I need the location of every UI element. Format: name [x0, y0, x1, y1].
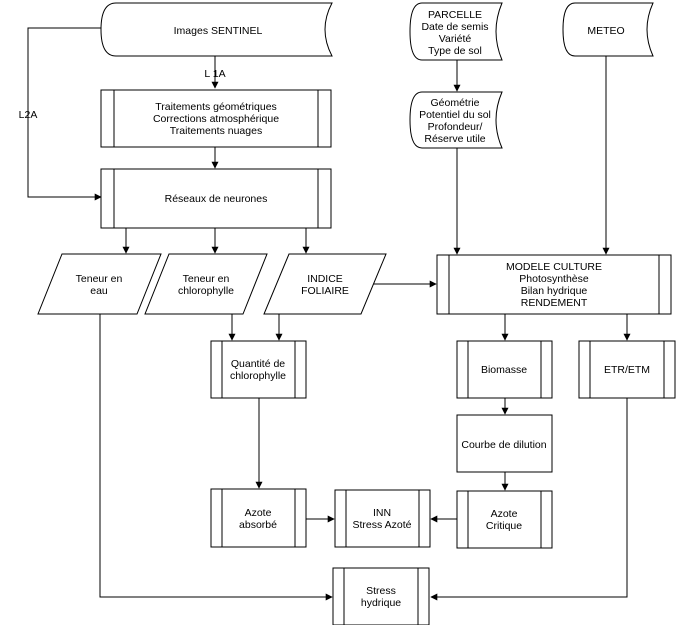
modele-line-2: Bilan hydrique: [521, 285, 588, 297]
azote_crit-line-1: Critique: [486, 520, 522, 532]
azote_crit-line-0: Azote: [491, 508, 518, 520]
parcelle-line-2: Variété: [439, 33, 472, 45]
indice-line-1: FOLIAIRE: [301, 285, 349, 297]
parcelle-line-3: Type de sol: [428, 45, 482, 57]
label-l1a: L 1A: [204, 68, 225, 80]
courbe-line-0: Courbe de dilution: [461, 439, 546, 451]
traitements-line-1: Corrections atmosphérique: [153, 113, 279, 125]
chloro-line-1: chlorophylle: [178, 285, 234, 297]
edge-eau-stress-hydrique: [99, 314, 333, 601]
courbe-box: Courbe de dilution: [456, 414, 553, 473]
sentinel-line-0: Images SENTINEL: [174, 25, 263, 37]
indice-line-0: INDICE: [307, 273, 343, 285]
sol-line-1: Potentiel du sol: [419, 109, 491, 121]
etr-line-0: ETR/ETM: [604, 364, 650, 376]
quantite-line-1: chlorophylle: [230, 370, 286, 382]
edge-etr-stress-hydrique: [430, 398, 628, 601]
eau-line-1: eau: [90, 285, 108, 297]
sentinel-text: Images SENTINEL: [174, 25, 263, 37]
biomasse-text: Biomasse: [481, 364, 527, 376]
modele-line-3: RENDEMENT: [521, 297, 588, 309]
reseaux-line-0: Réseaux de neurones: [165, 193, 268, 205]
sentinel-storage: Images SENTINEL: [100, 2, 333, 57]
parcelle-line-1: Date de semis: [421, 21, 488, 33]
label-l2a: L2A: [19, 109, 38, 121]
sol-line-2: Profondeur/: [428, 121, 483, 133]
etr-text: ETR/ETM: [604, 364, 650, 376]
sol-line-0: Géométrie: [430, 97, 479, 109]
modele-line-1: Photosynthèse: [519, 273, 589, 285]
stress_hyd-line-0: Stress: [366, 585, 396, 597]
connectors: [27, 27, 631, 601]
biomasse-line-0: Biomasse: [481, 364, 527, 376]
azote_abs-line-1: absorbé: [239, 519, 277, 531]
modele-line-0: MODELE CULTURE: [506, 261, 602, 273]
biomasse-process: Biomasse: [456, 340, 553, 399]
inn-line-0: INN: [373, 507, 391, 519]
meteo-text: METEO: [587, 25, 624, 37]
edge-sentinel-reseaux-l2a: [27, 27, 102, 201]
meteo-line-0: METEO: [587, 25, 624, 37]
inn-line-1: Stress Azoté: [353, 519, 412, 531]
azote_abs-line-0: Azote: [245, 507, 272, 519]
meteo-storage: METEO: [562, 2, 654, 57]
eau-line-0: Teneur en: [76, 273, 123, 285]
parcelle-line-0: PARCELLE: [428, 9, 482, 21]
sol-line-3: Réserve utile: [424, 133, 485, 145]
quantite-line-0: Quantité de: [231, 358, 285, 370]
traitements-line-0: Traitements géométriques: [155, 101, 277, 113]
chloro-line-0: Teneur en: [183, 273, 230, 285]
stress_hyd-line-1: hydrique: [361, 597, 401, 609]
etr-process: ETR/ETM: [578, 340, 676, 399]
reseaux-process: Réseaux de neurones: [100, 168, 332, 229]
courbe-text: Courbe de dilution: [461, 439, 546, 451]
reseaux-text: Réseaux de neurones: [165, 193, 268, 205]
traitements-line-2: Traitements nuages: [170, 125, 262, 137]
